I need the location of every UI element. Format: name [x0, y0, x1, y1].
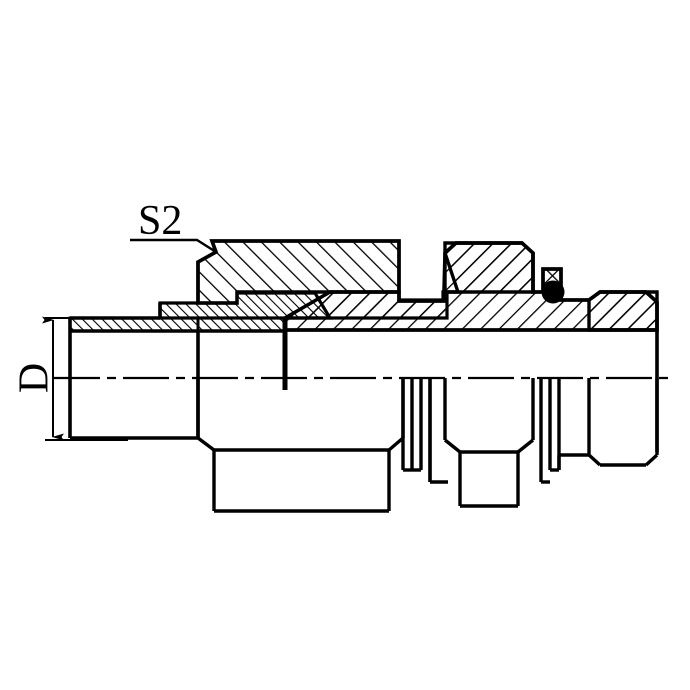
hexnut-left-chamfer — [196, 436, 216, 452]
tube-wall-section-right — [196, 316, 287, 333]
lower-half-detail-lines — [410, 378, 561, 470]
d-dimension-group: D — [12, 316, 128, 441]
rightboss-chamfer-left — [587, 453, 602, 467]
s2-leader-group: S2 — [130, 198, 217, 254]
hexnut-right-chamfer — [387, 436, 405, 452]
nut-s2-outline — [196, 239, 401, 303]
hex2-chamfer-right — [516, 438, 535, 454]
outline-group — [68, 239, 659, 452]
right-end-boss-section — [587, 290, 659, 332]
hex-boss-section — [443, 241, 535, 294]
hex2-chamfer-left — [443, 438, 462, 454]
s2-label: S2 — [138, 198, 182, 244]
s2-leader-line — [130, 238, 217, 254]
rightboss-chamfer-right — [644, 453, 659, 467]
d-dimension-label: D — [12, 363, 58, 393]
o-ring-seal — [541, 280, 565, 304]
tube-wall-section — [68, 316, 200, 333]
body-top-profile — [397, 241, 659, 452]
